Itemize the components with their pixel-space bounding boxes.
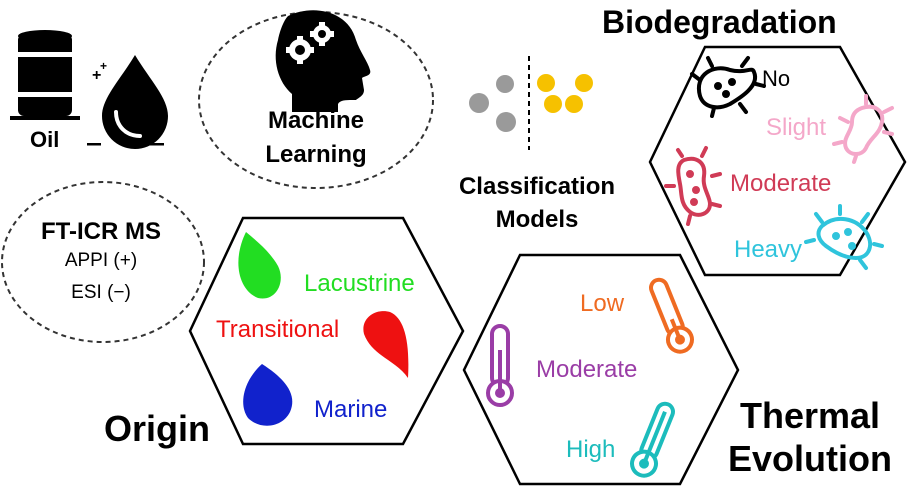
biodegradation-heavy-label: Heavy — [734, 236, 803, 263]
thermometer-low-icon — [649, 277, 694, 354]
thermal-title-line2: Evolution — [728, 438, 892, 479]
ftms-title: FT-ICR MS — [41, 218, 161, 245]
thermometer-moderate-icon — [486, 324, 514, 407]
machine-learning-line2: Learning — [265, 141, 367, 168]
ftms-mode-esi: ESI (−) — [71, 282, 131, 303]
classification-line1: Classification — [458, 173, 616, 200]
biodegradation-no-label: No — [762, 66, 791, 91]
thermal-low-label: Low — [580, 290, 625, 317]
thermal-high-label: High — [566, 436, 616, 463]
oil-barrel-icon — [10, 30, 80, 120]
machine-learning-line1: Machine — [267, 107, 365, 134]
svg-text:+: + — [100, 59, 107, 73]
bacteria-no-icon — [690, 56, 766, 118]
origin-transitional-label: Transitional — [216, 316, 340, 343]
origin-hexagon — [188, 216, 465, 446]
origin-title: Origin — [104, 408, 210, 449]
biodegradation-hexagon — [648, 45, 907, 277]
machine-learning-ellipse — [198, 11, 434, 189]
classification-clusters-icon — [469, 56, 593, 150]
bacteria-slight-icon — [832, 94, 894, 164]
head-gears-icon — [275, 10, 371, 112]
machine-learning-label: Machine Learning — [250, 104, 382, 172]
marine-droplet-icon — [243, 364, 293, 426]
classification-line2: Models — [495, 206, 579, 233]
lacustrine-droplet-icon — [238, 232, 281, 299]
bacteria-heavy-icon — [804, 204, 884, 270]
transitional-droplet-icon — [363, 311, 409, 378]
ftms-ellipse — [1, 181, 205, 343]
svg-text:+: + — [92, 67, 101, 84]
thermal-evolution-title: Thermal Evolution — [720, 394, 900, 480]
bacteria-moderate-icon — [664, 146, 722, 226]
biodegradation-moderate-label: Moderate — [730, 170, 832, 197]
oil-label: Oil — [30, 127, 60, 152]
oil-drop-icon: + + — [87, 55, 168, 149]
thermal-hexagon — [462, 253, 740, 486]
biodegradation-slight-label: Slight — [766, 114, 827, 141]
thermal-moderate-label: Moderate — [536, 356, 638, 383]
origin-lacustrine-label: Lacustrine — [304, 270, 415, 297]
origin-marine-label: Marine — [314, 396, 388, 423]
classification-label: Classification Models — [437, 170, 637, 236]
thermometer-high-icon — [630, 401, 675, 478]
biodegradation-title: Biodegradation — [602, 4, 837, 40]
thermal-title-line1: Thermal — [739, 395, 881, 436]
ftms-mode-appi: APPI (+) — [64, 250, 138, 271]
